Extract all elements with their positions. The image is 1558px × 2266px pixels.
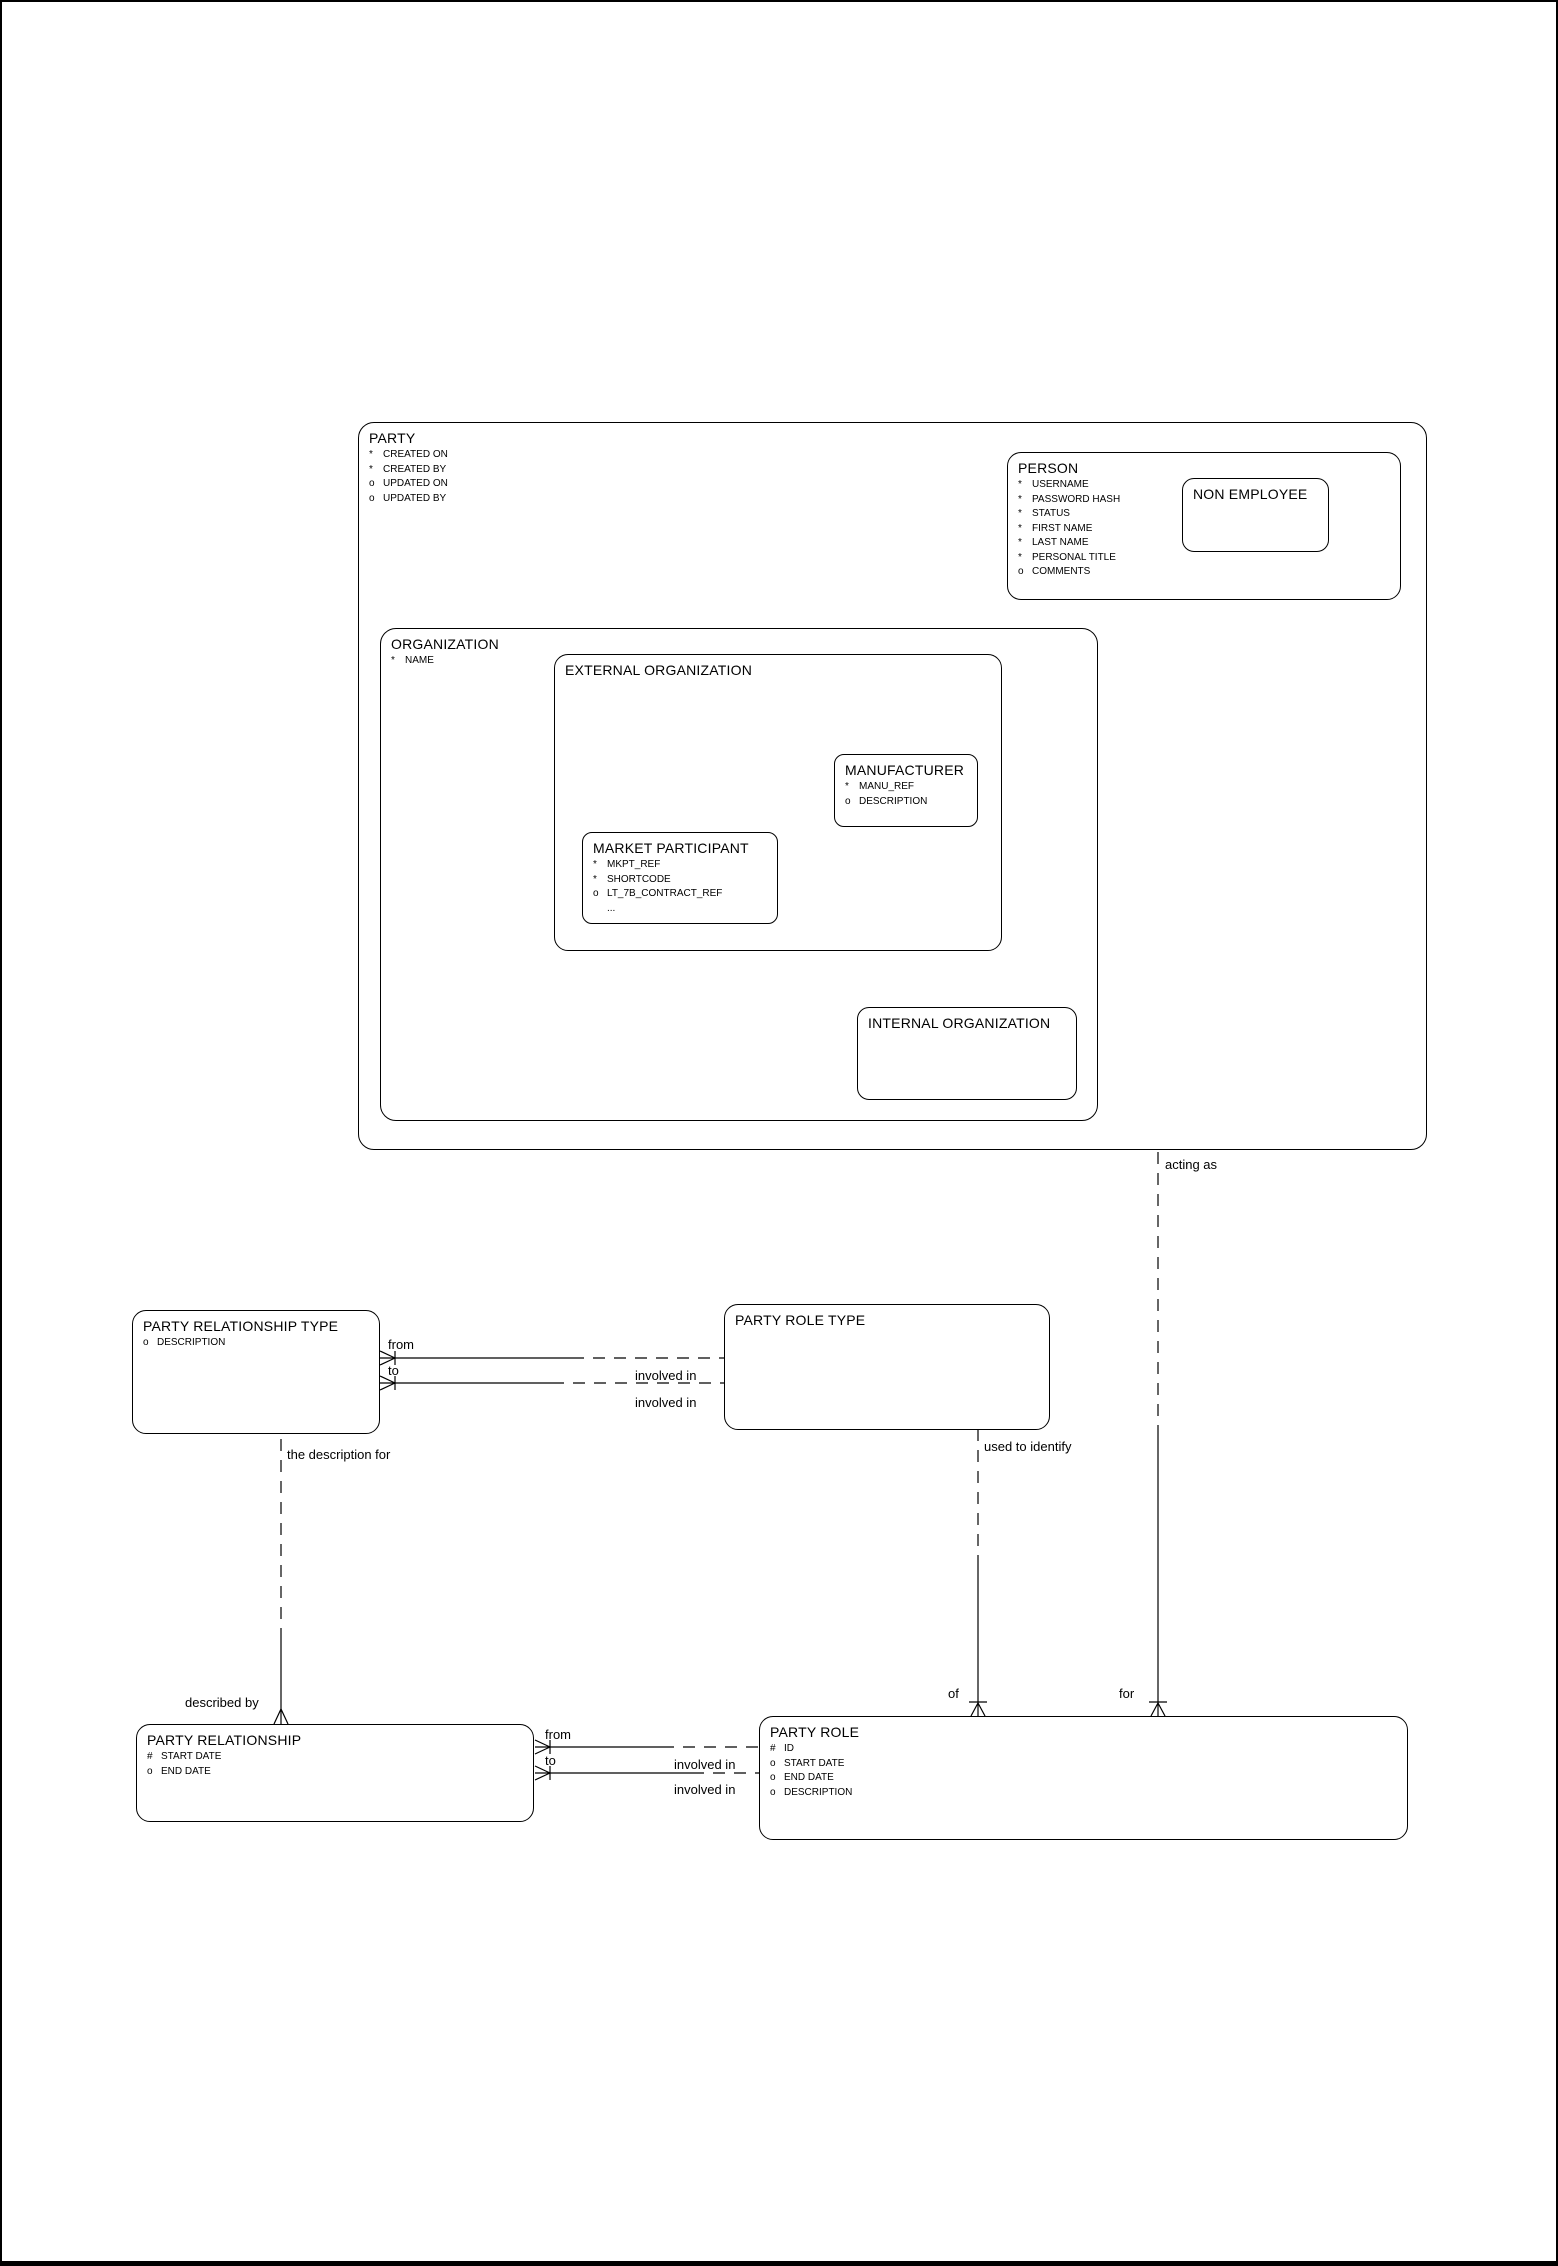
relationship-label-prt-to: to xyxy=(388,1363,399,1378)
entity-external-organization[interactable]: EXTERNAL ORGANIZATION xyxy=(554,654,1002,951)
crowsfoot-for xyxy=(1150,1702,1166,1717)
crowsfoot-prt-from xyxy=(379,1350,396,1366)
crowsfoot-of xyxy=(970,1702,986,1717)
relationship-label-acting-as: acting as xyxy=(1165,1157,1218,1172)
relationship-label-used-to-identify: used to identify xyxy=(984,1439,1072,1454)
entity-attributes: *NAME xyxy=(391,654,1089,669)
crowsfoot-pr-from xyxy=(534,1739,551,1755)
relationship-label-pr-involved-in-2: involved in xyxy=(674,1782,736,1797)
entity-attribute: *CREATED ON xyxy=(369,449,448,460)
entity-attribute: *SHORTCODE xyxy=(593,873,671,885)
entity-attribute: *CREATED BY xyxy=(369,463,447,475)
relationship-label-for: for xyxy=(1119,1686,1135,1701)
entity-non-employee[interactable]: NON EMPLOYEE xyxy=(1182,478,1329,552)
entity-title: MARKET PARTICIPANT xyxy=(593,840,749,856)
relationship-label-prt-involved-in-1: involved in xyxy=(635,1368,697,1383)
entity-internal-organization[interactable]: INTERNAL ORGANIZATION xyxy=(857,1007,1077,1100)
relationship-label-prt-from: from xyxy=(388,1337,414,1352)
entity-attribute: *STATUS xyxy=(1018,508,1070,519)
entity-title: INTERNAL ORGANIZATION xyxy=(868,1015,1051,1031)
entity-title: EXTERNAL ORGANIZATION xyxy=(565,662,752,678)
entity-attribute: *PASSWORD HASH xyxy=(1018,493,1121,505)
crowsfoot-prt-to xyxy=(379,1375,396,1391)
entity-person[interactable]: PERSON *USERNAME *PASSWORD HASH *STATUS *FI… xyxy=(1007,452,1401,600)
entity-title: PERSON xyxy=(1018,460,1079,476)
crowsfoot-described-by xyxy=(273,1708,289,1725)
entity-attribute: *MKPT_REF xyxy=(593,859,661,870)
entity-attribute: #ID xyxy=(770,1743,794,1754)
crowsfoot-pr-to xyxy=(534,1765,551,1781)
entity-organization[interactable]: ORGANIZATION *NAME xyxy=(380,628,1098,1121)
relationship-label-of: of xyxy=(948,1686,959,1701)
relationship-label-pr-involved-in-1: involved in xyxy=(674,1757,736,1772)
entity-title: PARTY RELATIONSHIP TYPE xyxy=(143,1318,339,1334)
entity-attribute: #START DATE xyxy=(147,1751,222,1762)
entity-attribute: *FIRST NAME xyxy=(1018,522,1093,534)
relationship-label-pr-from: from xyxy=(545,1727,571,1742)
relationship-label-described-by: described by xyxy=(185,1695,259,1710)
entity-title: ORGANIZATION xyxy=(391,636,499,652)
relationship-label-the-description-for: the description for xyxy=(287,1447,391,1462)
relationship-label-prt-involved-in-2: involved in xyxy=(635,1395,697,1410)
entity-title: NON EMPLOYEE xyxy=(1193,486,1308,502)
entity-party-role-type[interactable]: PARTY ROLE TYPE xyxy=(724,1304,1050,1430)
entity-title: PARTY RELATIONSHIP xyxy=(147,1732,302,1748)
entity-attribute: *NAME xyxy=(391,655,434,666)
entity-attribute: *LAST NAME xyxy=(1018,537,1089,548)
entity-attribute: ... xyxy=(607,902,616,914)
entity-attribute: *USERNAME xyxy=(1018,479,1089,490)
entity-attribute: *PERSONAL TITLE xyxy=(1018,551,1116,563)
entity-title: PARTY xyxy=(369,430,416,446)
entity-title: PARTY ROLE TYPE xyxy=(735,1312,866,1328)
entity-attribute: *MANU_REF xyxy=(845,781,915,792)
entity-title: MANUFACTURER xyxy=(845,762,965,778)
relationship-label-pr-to: to xyxy=(545,1753,556,1768)
entity-attributes: *USERNAME *PASSWORD HASH *STATUS *FIRST NAM… xyxy=(1018,478,1392,580)
entity-title: PARTY ROLE xyxy=(770,1724,860,1740)
